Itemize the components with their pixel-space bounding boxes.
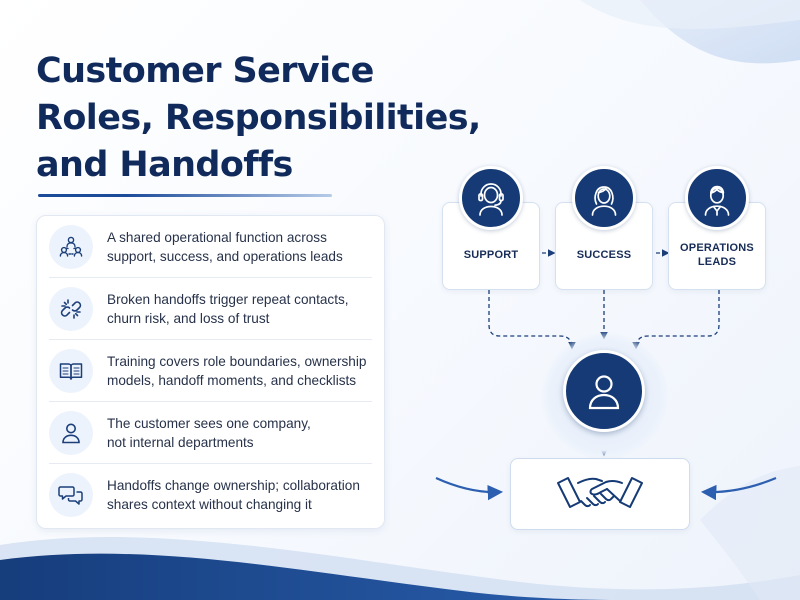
- chat-bubbles-icon: [49, 473, 93, 517]
- point-text: A shared operational function across sup…: [107, 229, 343, 264]
- point-text: The customer sees one company, not inter…: [107, 415, 311, 450]
- headset-agent-icon: [459, 166, 523, 230]
- customer-icon: [563, 350, 645, 432]
- title-line: and Handoffs: [36, 145, 293, 185]
- team-network-icon: [49, 224, 93, 269]
- handshake-card: [510, 458, 690, 530]
- point-text: Training covers role boundaries, ownersh…: [107, 353, 367, 388]
- man-avatar-icon: [685, 166, 749, 230]
- key-points-list: A shared operational function across sup…: [36, 215, 385, 529]
- role-label: OPERATIONS LEADS: [680, 242, 754, 268]
- woman-avatar-icon: [572, 166, 636, 230]
- role-label: SUCCESS: [576, 249, 632, 261]
- list-item: Broken handoffs trigger repeat contacts,…: [49, 278, 372, 340]
- point-text: Handoffs change ownership; collaboration…: [107, 478, 360, 512]
- handoff-diagram: SUPPORT SUCCESS OPERATIONS LEADS: [400, 150, 800, 550]
- title-line: Customer Service: [36, 51, 374, 91]
- title-underline: [38, 194, 332, 197]
- list-item: Training covers role boundaries, ownersh…: [49, 340, 372, 402]
- person-icon: [49, 410, 93, 455]
- page-title: Customer Service Roles, Responsibilities…: [36, 48, 496, 189]
- handshake-icon: [557, 477, 643, 508]
- title-line: Roles, Responsibilities,: [36, 98, 481, 138]
- list-item: A shared operational function across sup…: [49, 216, 372, 278]
- broken-link-icon: [49, 286, 93, 331]
- list-item: The customer sees one company, not inter…: [49, 402, 372, 464]
- point-text: Broken handoffs trigger repeat contacts,…: [107, 291, 349, 326]
- role-label: SUPPORT: [463, 249, 519, 261]
- list-item: Handoffs change ownership; collaboration…: [49, 464, 372, 526]
- open-book-icon: [49, 348, 93, 393]
